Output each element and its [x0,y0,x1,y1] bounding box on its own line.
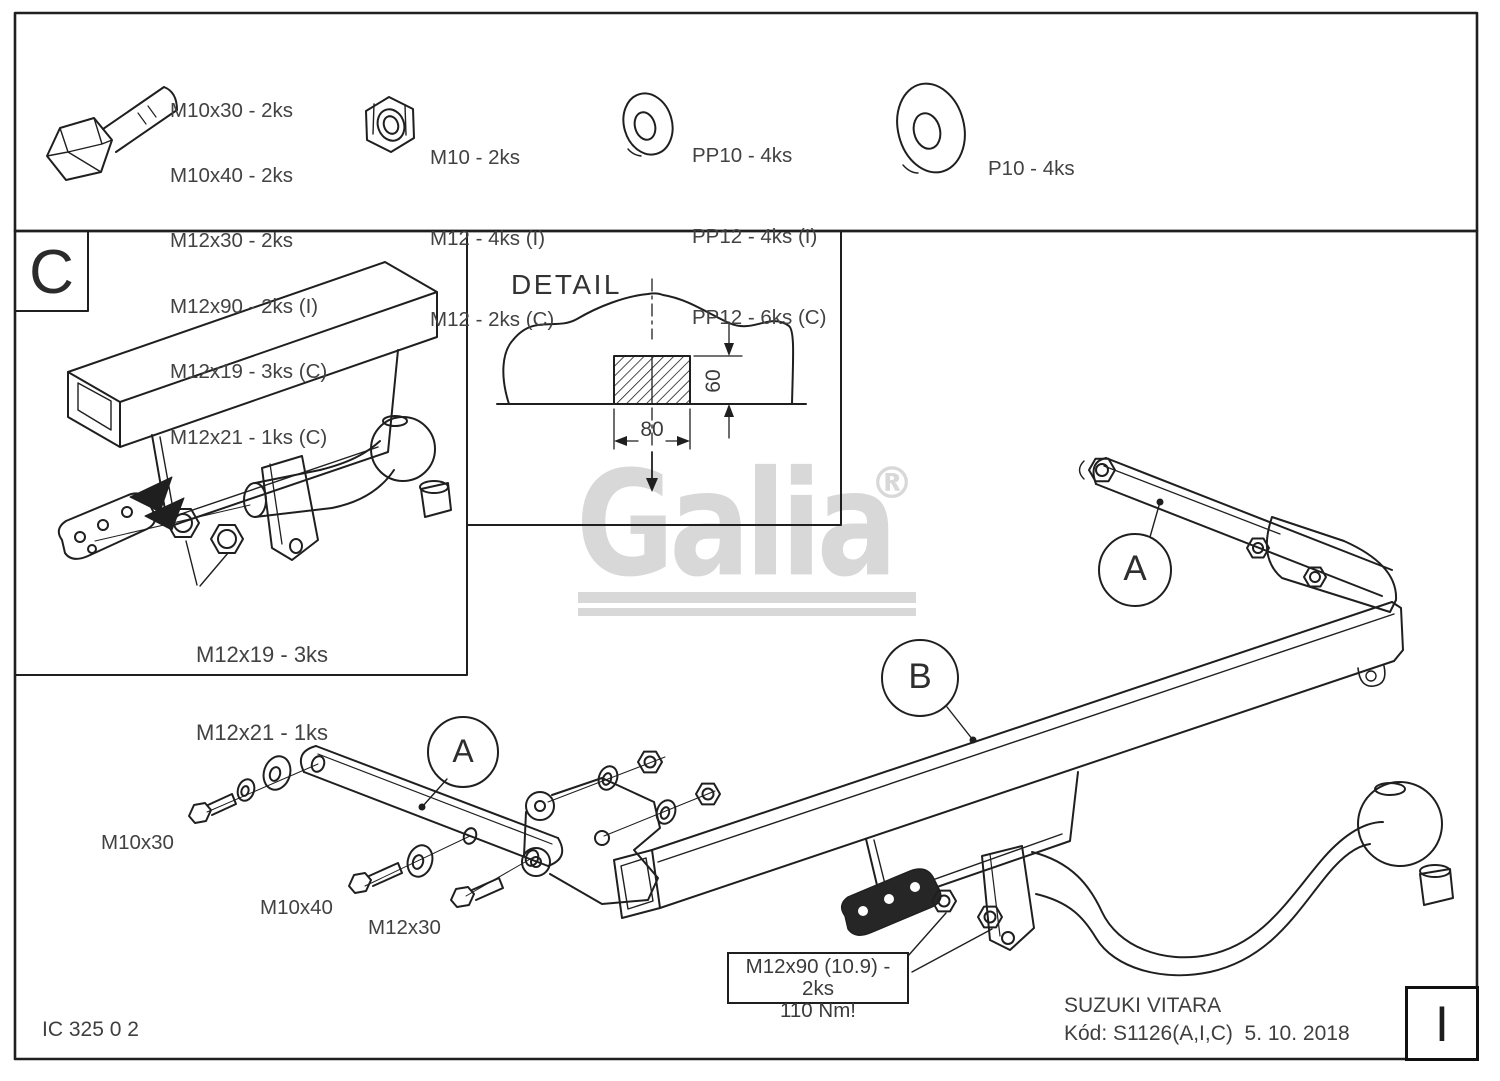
washer-quantity-list: PP10 - 4ks PP12 - 4ks (I) PP12 - 6ks (C) [692,88,826,385]
logo-underline-bar [578,592,916,603]
nut-line: M12 - 4ks (I) [430,227,546,250]
bolt-callout-m10x30: M10x30 [101,831,174,854]
section-c-label: C [29,237,74,307]
fastener-note-line: M12x21 - 1ks [196,720,329,745]
large-flat-washer-icon [896,82,966,174]
bolt-line: M12x90 - 2ks (I) [170,294,319,318]
hex-bolt-icon [46,86,178,181]
bolt-callout-m12x30: M12x30 [368,916,441,939]
drawing-number: IC 325 0 2 [42,1018,139,1041]
callout-b: B [908,657,932,696]
left-support-arm-exploded [188,745,564,908]
nut-line: M12 - 2ks (C) [430,308,555,331]
height-dimension-label: 60 [702,369,725,393]
bolt-callout-m10x40: M10x40 [260,896,333,919]
callout-a-right: A [1123,549,1147,588]
detail-cutout-drawing [496,278,807,492]
registered-trademark-icon: ® [870,458,914,509]
section-c-fastener-note: M12x19 - 3ks M12x21 - 1ks [196,590,328,798]
flat-washer-icon [622,92,674,157]
fastener-note-line: M12x19 - 3ks [196,642,329,667]
bolt-line: M12x30 - 2ks [170,229,294,253]
washer-line: PP12 - 6ks (C) [692,306,827,329]
ball-hitch-assembly [840,771,1454,977]
washer-line: P10 - 4ks [988,156,1075,180]
code-and-date: Kód: S1126(A,I,C) 5. 10. 2018 [1064,1022,1350,1045]
vehicle-model: SUZUKI VITARA [1064,994,1222,1017]
revision-box: I [1405,986,1479,1061]
torque-note-line: M12x90 (10.9) - 2ks [745,955,891,1000]
main-drawing-frame [13,229,1479,1061]
torque-note-box: M12x90 (10.9) - 2ks 110 Nm! [727,952,909,1022]
bolt-line: M12x21 - 1ks (C) [170,425,328,449]
washer-line: PP10 - 4ks [692,144,793,167]
callout-circles [418,498,1172,811]
washer-line: PP12 - 4ks (I) [692,225,818,248]
nut-line: M10 - 2ks [430,146,520,169]
center-bracket-exploded [521,750,721,905]
bolt-quantity-list: M10x30 - 2ks M10x40 - 2ks M12x30 - 2ks M… [170,56,327,492]
hex-nut-icon [365,96,415,153]
large-washer-quantity-list: P10 - 4ks [988,114,1075,223]
bolt-line: M10x30 - 2ks [170,98,294,122]
callout-a-left: A [452,733,474,769]
right-support-arm [1078,457,1398,613]
nut-quantity-list: M10 - 2ks M12 - 4ks (I) M12 - 2ks (C) [430,90,554,387]
width-dimension-label: 80 [640,418,664,441]
crossbar-tube [613,601,1404,919]
bolt-line: M12x19 - 3ks (C) [170,360,328,384]
section-c-ball-assembly [57,415,452,587]
torque-note-line: 110 Nm! [780,999,856,1022]
detail-view-title: DETAIL [511,269,622,300]
revision-letter: I [1435,995,1449,1052]
logo-underline-bar [578,608,916,616]
bolt-line: M10x40 - 2ks [170,163,294,187]
